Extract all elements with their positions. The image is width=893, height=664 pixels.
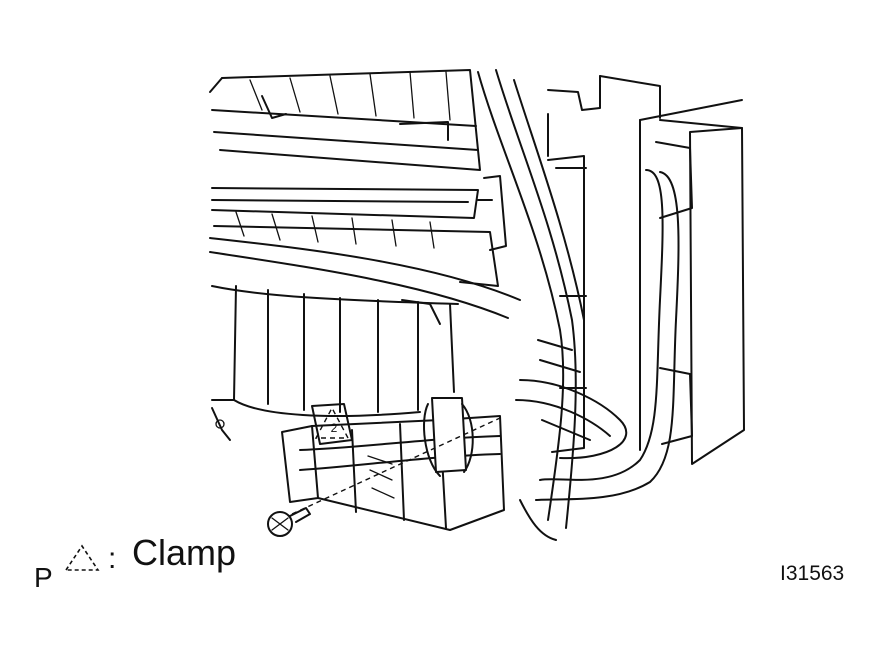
wire-harness	[477, 69, 680, 541]
figure-code: I31563	[780, 562, 845, 585]
blower-motor	[211, 285, 459, 441]
heater-case-upper	[209, 69, 481, 219]
duct-housing	[209, 175, 521, 319]
legend-separator: :	[108, 542, 117, 575]
heater-core-housing	[547, 75, 745, 465]
clamp-triangle-icon	[64, 544, 100, 571]
connector-block	[281, 397, 505, 531]
svg-text:2: 2	[331, 421, 338, 435]
screw-icon	[267, 417, 501, 537]
legend-marker: P	[34, 562, 53, 593]
clamp-marker-icon: 2	[314, 406, 350, 439]
legend-label: Clamp	[132, 532, 237, 573]
legend: P : Clamp	[34, 528, 294, 593]
